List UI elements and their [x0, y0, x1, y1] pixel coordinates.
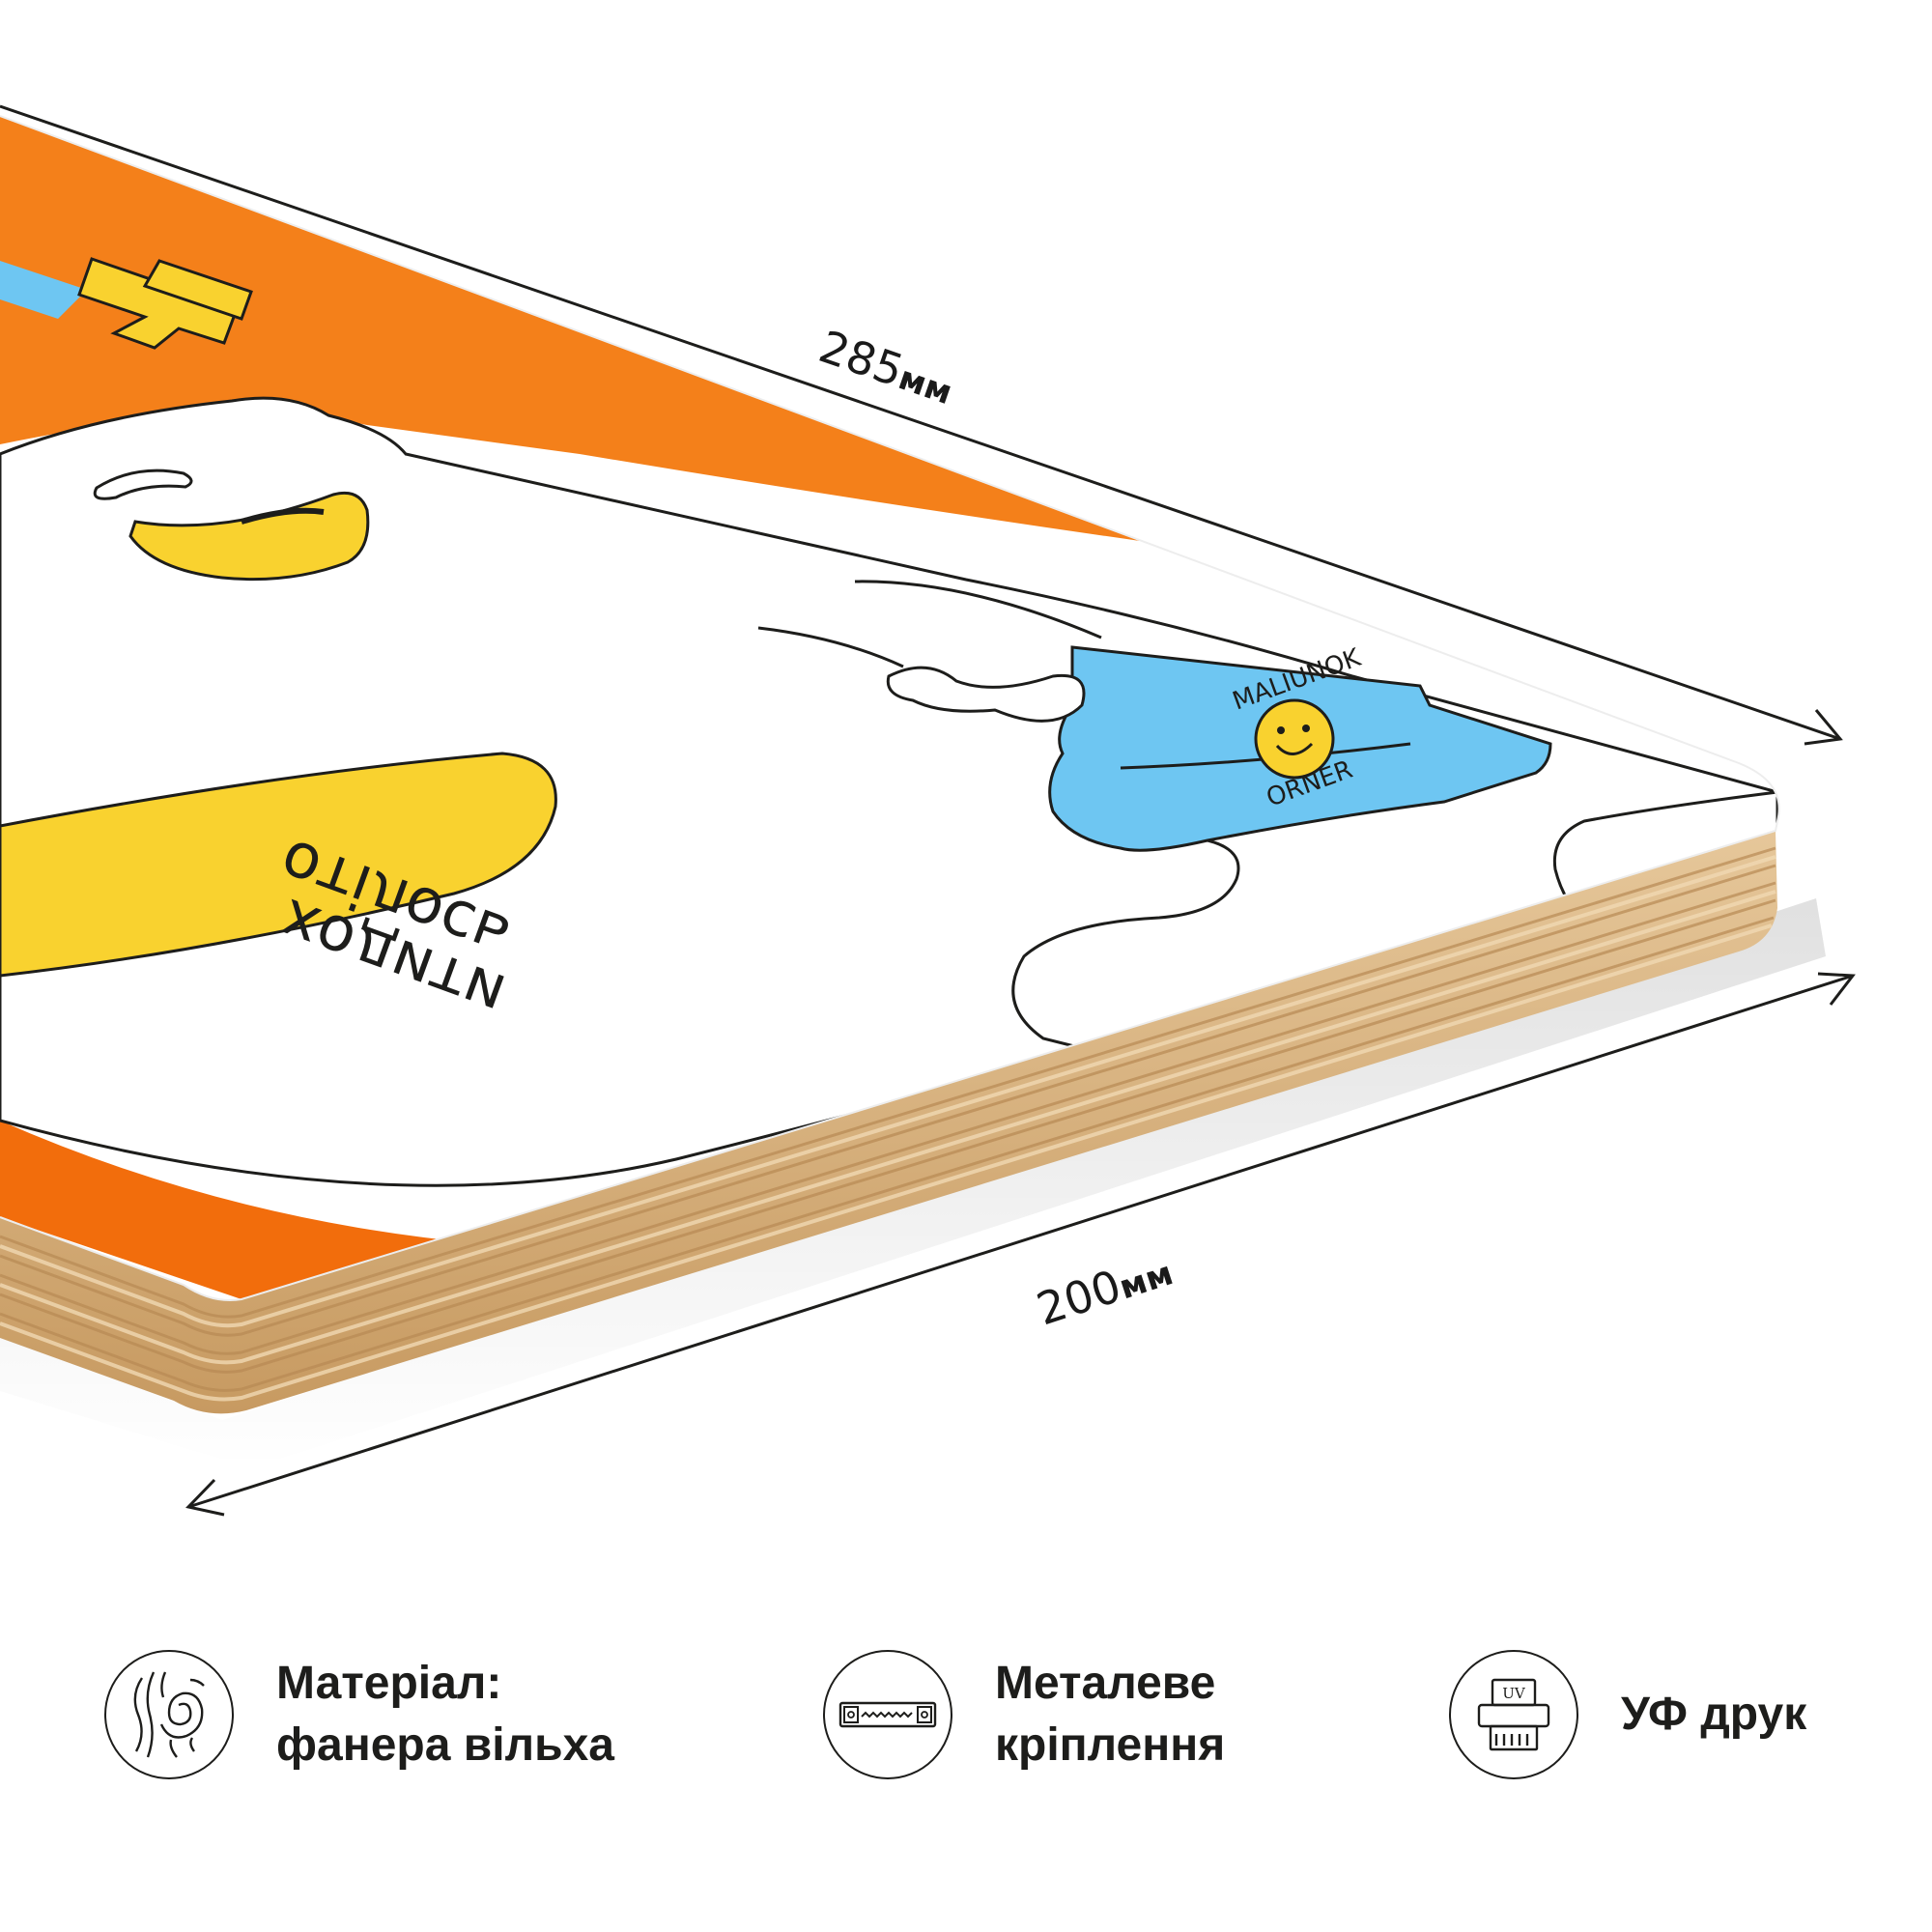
wood-grain-icon [104, 1650, 234, 1779]
plywood-panel-scene: отілось ходити MALIUNOK ORNER [0, 104, 1856, 1517]
uv-printer-icon: UV [1449, 1650, 1578, 1779]
width-unit: мм [1115, 1254, 1178, 1307]
metal-hanger-icon [823, 1650, 952, 1779]
headline-letters [0, 257, 253, 350]
material-value: фанера вільха [276, 1719, 614, 1771]
character-arm [757, 580, 1102, 668]
feature-uv: UV УФ друк [1449, 1633, 1806, 1797]
speech-bubble: отілось ходити [0, 752, 557, 1031]
length-unit: мм [894, 358, 957, 412]
feature-material: Матеріал: фанера вільха [104, 1633, 614, 1797]
length-value: 285 [812, 320, 910, 397]
svg-text:285мм: 285мм [812, 320, 960, 414]
mount-label-line2: кріплення [995, 1719, 1226, 1771]
uv-label: УФ друк [1621, 1689, 1807, 1740]
character-eye [93, 469, 370, 582]
mount-label-line1: Металеве [995, 1658, 1216, 1709]
uv-icon-label: UV [1502, 1685, 1526, 1702]
feature-mount: Металеве кріплення [823, 1633, 1225, 1797]
plywood-edge [0, 831, 1777, 1414]
width-value: 200 [1031, 1260, 1127, 1335]
material-label: Матеріал: [276, 1658, 502, 1709]
blue-tag: MALIUNOK ORNER [886, 643, 1552, 1055]
feature-list: Матеріал: фанера вільха Металеве кріплен… [0, 1633, 1932, 1806]
smiley-icon [1254, 698, 1335, 780]
character-body [0, 396, 1779, 1187]
svg-text:200мм: 200мм [1031, 1243, 1179, 1336]
